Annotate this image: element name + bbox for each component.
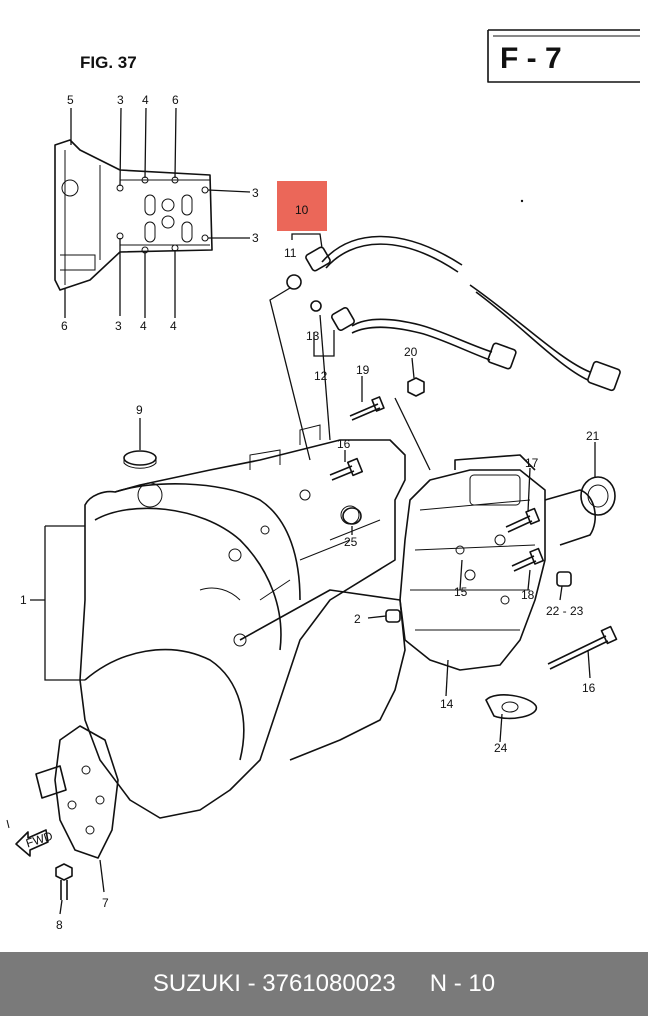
nut-20 — [407, 377, 425, 397]
callout-25: 25 — [344, 535, 358, 549]
callout-15: 15 — [454, 585, 468, 599]
callout-5: 5 — [67, 93, 74, 107]
harness-leader-lines — [269, 233, 335, 461]
switch-harness — [286, 235, 621, 392]
figure-title: FIG. 37 — [80, 53, 137, 72]
dot-mark — [520, 199, 524, 203]
inset-leader-lines — [64, 107, 251, 318]
page-code: F - 7 — [500, 42, 562, 75]
callout-6: 6 — [61, 319, 68, 333]
callout-12: 12 — [314, 369, 328, 383]
callout-17: 17 — [525, 456, 539, 470]
inset-housing-view — [54, 139, 213, 291]
callout-18: 18 — [521, 588, 535, 602]
callout-19: 19 — [356, 363, 370, 377]
fwd-arrow: FWD — [15, 829, 55, 857]
callout-2: 2 — [354, 612, 361, 626]
callout-8: 8 — [56, 918, 63, 932]
tick-mark — [6, 819, 10, 829]
callout-3: 3 — [117, 93, 124, 107]
callout-labels: 1 2 3 3 3 3 4 4 4 5 6 6 7 8 9 10 11 12 1… — [20, 93, 600, 932]
bolt-16-lower — [547, 625, 618, 670]
callout-6: 6 — [172, 93, 179, 107]
callout-bracket-1 — [30, 525, 85, 681]
callout-11: 11 — [284, 246, 297, 260]
callout-3: 3 — [252, 231, 259, 245]
bolt-16-upper — [329, 457, 364, 481]
callout-leader-lines — [59, 357, 596, 915]
pin-25 — [342, 507, 362, 525]
footer-page-ref: N - 10 — [429, 970, 496, 997]
callout-7: 7 — [102, 896, 109, 910]
footer-bar: SUZUKI - 3761080023 N - 10 — [0, 952, 648, 1016]
callout-16: 16 — [582, 681, 596, 695]
plug — [123, 450, 157, 469]
bolt-17 — [505, 507, 541, 533]
callout-1: 1 — [20, 593, 27, 607]
callout-3: 3 — [252, 186, 259, 200]
callout-9: 9 — [136, 403, 143, 417]
breather-22-23 — [556, 571, 572, 587]
extension-case — [399, 454, 596, 671]
callout-4: 4 — [142, 93, 149, 107]
callout-10: 10 — [295, 203, 309, 217]
oil-seal — [580, 476, 616, 516]
callout-22-23: 22 - 23 — [546, 604, 584, 618]
gasket-24 — [485, 694, 537, 720]
callout-4: 4 — [170, 319, 177, 333]
callout-20: 20 — [404, 345, 418, 359]
callout-13: 13 — [306, 329, 320, 343]
dowel-2 — [385, 609, 401, 623]
bolt-18 — [511, 547, 545, 572]
bolt-19 — [349, 396, 385, 421]
callout-3: 3 — [115, 319, 122, 333]
exploded-parts-diagram: FIG. 37 F - 7 — [6, 29, 640, 932]
footer-part-number: SUZUKI - 3761080023 — [152, 970, 396, 997]
highlight-box — [277, 181, 327, 231]
callout-14: 14 — [440, 697, 454, 711]
bolt-8 — [55, 863, 73, 900]
callout-24: 24 — [494, 741, 508, 755]
front-cover — [35, 725, 119, 859]
callout-16: 16 — [337, 437, 351, 451]
clutch-housing — [79, 424, 406, 819]
callout-21: 21 — [586, 429, 600, 443]
page-code-box: F - 7 — [487, 29, 640, 83]
callout-4: 4 — [140, 319, 147, 333]
